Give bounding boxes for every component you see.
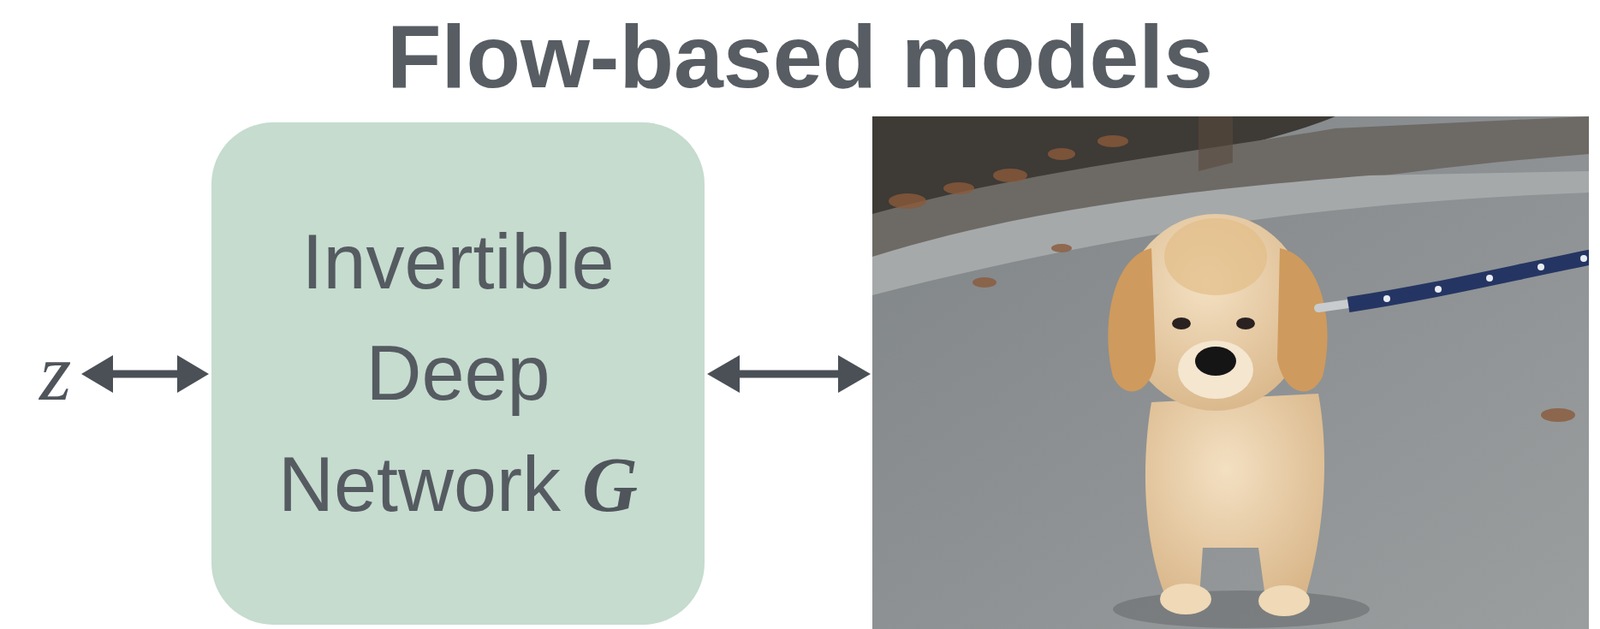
process-box: Invertible Deep Network G [211,122,705,625]
title: Flow-based models [0,5,1600,108]
double-arrow [81,355,209,393]
box-label: Invertible Deep Network [278,219,615,528]
double-arrow [707,355,871,393]
puppy-photo [872,116,1589,629]
variable-label: z [39,325,72,420]
network-symbol: G [582,442,638,528]
box-text-block: Invertible Deep Network G [269,206,647,542]
